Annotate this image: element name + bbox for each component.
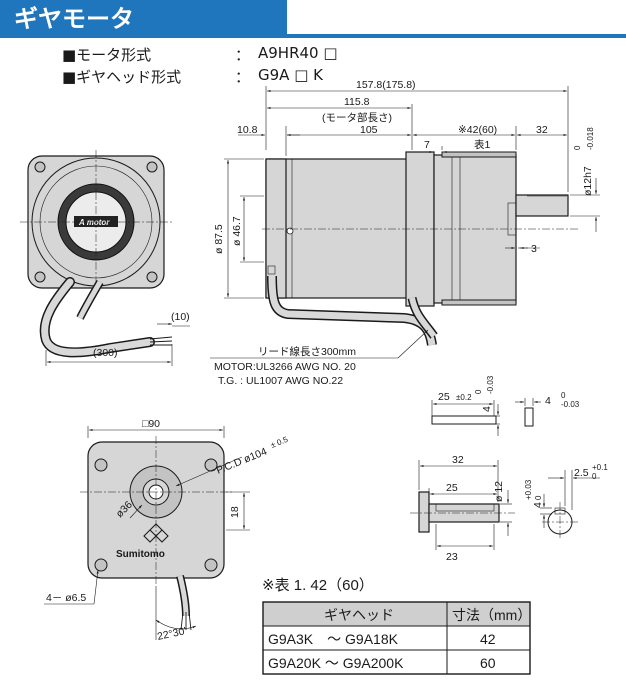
dim-key4b: 4 <box>545 395 551 407</box>
dim-sh4: 4 <box>532 502 544 508</box>
dim-shaft-dia: ø12h7 <box>582 166 594 196</box>
key-detail: 25 ±0.2 4 0 -0.03 4 0 -0.03 <box>431 375 580 436</box>
dim-dia46-7: ø 46.7 <box>231 216 243 246</box>
dim-sh2-5-tol-upper: +0.1 <box>592 463 608 472</box>
table-row-1-value: 42 <box>480 631 496 647</box>
table-caption: ※表 1. 42（60） <box>262 577 374 594</box>
dim-len10: (10) <box>171 311 190 323</box>
spec-gearhead-label: ■ギヤヘッド形式 <box>62 68 182 86</box>
dim-sh-dia12: ø 12 <box>493 481 505 502</box>
table-row-1-model: G9A3K ～ G9A18K <box>268 631 399 647</box>
title-underline <box>287 34 626 38</box>
table-row-2-value: 60 <box>480 655 496 671</box>
dim-holes: 4－ ø6.5 <box>46 592 86 604</box>
dim-sh23: 23 <box>446 551 458 563</box>
dim-len42: ※42(60) <box>458 124 497 136</box>
dim-sh25: 25 <box>446 482 458 494</box>
gearhead-flange-view: Sumitomo <box>80 436 232 631</box>
dim-key4b-tol-lower: -0.03 <box>561 400 580 409</box>
table-header-dimension: 寸法（mm） <box>452 607 531 623</box>
dim-sh4-tol-upper: +0.03 <box>524 479 533 500</box>
dim-shaft-tol-upper: 0 <box>573 145 582 150</box>
table-row-2-model: G9A20K ～ G9A200K <box>268 655 404 671</box>
dim-len7: 7 <box>424 139 430 151</box>
spec-motor-sep: ： <box>235 46 251 64</box>
side-view-motor <box>262 151 580 346</box>
dim-len105: 105 <box>360 124 378 136</box>
table-header-gearhead: ギヤヘッド <box>324 607 394 623</box>
dim-len300: (300) <box>93 347 118 359</box>
dim-key4: 4 <box>481 406 493 412</box>
lead-length-note: リード線長さ300mm <box>258 345 356 358</box>
spec-motor-label: ■モータ形式 <box>62 46 152 64</box>
dim-len18: 18 <box>229 506 241 518</box>
dim-sh4-tol-lower: 0 <box>534 495 543 500</box>
dim-angle: 22°30' <box>156 625 187 643</box>
dim-motor-length: 115.8 <box>344 96 370 108</box>
dim-sq90: □90 <box>142 418 160 430</box>
shaft-detail <box>410 491 578 540</box>
motor-wire-spec: MOTOR:UL3266 AWG NO. 20 <box>214 361 356 373</box>
dim-key4-tol-lower: -0.03 <box>486 375 495 394</box>
front-view-motor: A motor <box>20 150 173 358</box>
dim-len3: 3 <box>531 243 537 255</box>
page-title: ギヤモータ <box>0 0 287 38</box>
spec-motor-value: A9HR40 □ <box>258 44 338 62</box>
dim-sh32: 32 <box>452 454 464 466</box>
dim-sh2-5-tol-lower: 0 <box>592 472 597 481</box>
dim-sh2-5: 2.5 <box>574 467 589 479</box>
dim-len10-8: 10.8 <box>237 124 258 136</box>
dim-motor-length-note: (モータ部長さ) <box>322 111 392 124</box>
dim-key4b-tol-upper: 0 <box>561 391 566 400</box>
dim-key4-tol-upper: 0 <box>474 389 483 394</box>
dim-table-ref: 表1 <box>474 138 490 151</box>
dim-key25: 25 <box>438 391 450 403</box>
dim-dia87-5: ø 87.5 <box>213 224 225 254</box>
dimension-table: ギヤヘッド 寸法（mm） G9A3K ～ G9A18K 42 G9A20K ～ … <box>262 601 531 675</box>
spec-gearhead-sep: ： <box>235 68 251 86</box>
spec-gearhead-value: G9A □ K <box>258 66 323 84</box>
dim-overall: 157.8(175.8) <box>356 79 416 91</box>
tg-wire-spec: T.G. : UL1007 AWG NO.22 <box>218 375 343 387</box>
dim-len32: 32 <box>536 124 548 136</box>
svg-text:A motor: A motor <box>78 218 110 227</box>
brand-logo: Sumitomo <box>116 549 165 560</box>
dim-key25-tol: ±0.2 <box>456 393 472 402</box>
dim-shaft-tol-lower: -0.018 <box>586 127 595 150</box>
dim-pcd-tol: ± 0.5 <box>269 435 289 450</box>
